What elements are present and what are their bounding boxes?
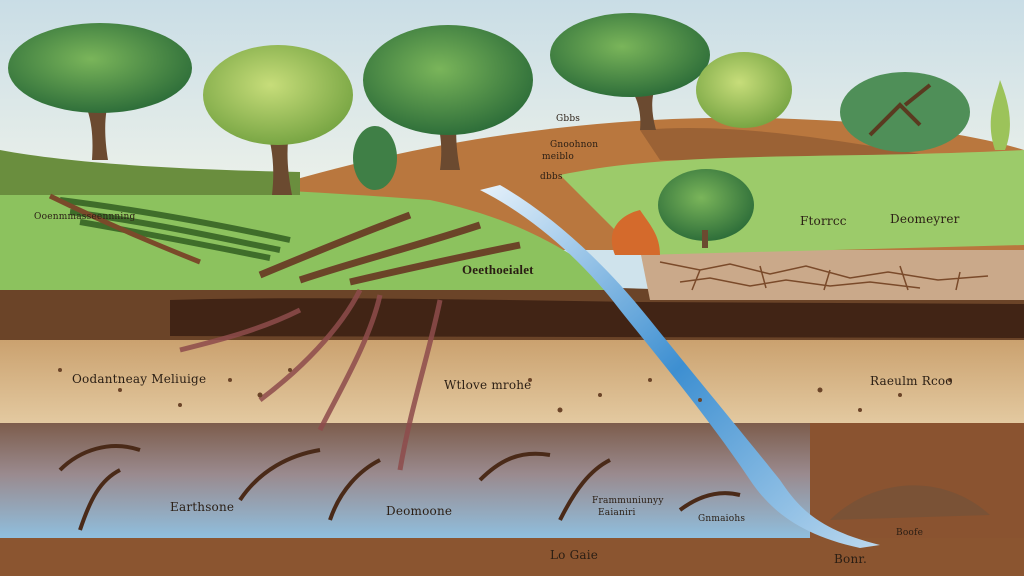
hill-label-1: Gbbs (556, 114, 581, 124)
bottom-right-label: Boofe (896, 528, 924, 538)
bottom-mid-label-3: Gnmaiohs (698, 514, 746, 524)
tree-4 (550, 13, 710, 130)
mid-right-label: Raeulm Rcoo (870, 374, 953, 388)
sediment-pile (830, 485, 990, 520)
tree-2 (203, 45, 353, 195)
soil-cracks (659, 261, 989, 291)
tree-1 (8, 23, 192, 160)
grass-strip (0, 150, 300, 195)
plant-roots (179, 288, 443, 471)
corner-label: Bonr. (834, 552, 868, 566)
mid-center-label: Wtlove mrohe (444, 378, 532, 392)
water-stream (480, 185, 880, 548)
tree-3 (353, 25, 533, 190)
bottom-center-label: Deomoone (386, 504, 453, 518)
right-label-2: Deomeyrer (890, 212, 960, 226)
left-field-label: Ooenmmasseennning (34, 212, 136, 222)
fallen-branches (258, 211, 521, 286)
hill-label-2: Gnoohnon (550, 140, 599, 150)
subsoil-layer (0, 335, 1024, 423)
center-label: Oeethoeialet (462, 262, 534, 277)
fern-plant (611, 210, 660, 255)
soil-particles (58, 368, 952, 413)
bottom-mid-label-2: Eaianiri (598, 508, 636, 518)
branch-label: dbbs (540, 172, 563, 182)
tree-7 (658, 169, 754, 248)
buried-roots (58, 444, 741, 531)
tree-5 (696, 52, 792, 128)
bottom-left-label: Earthsone (170, 500, 235, 514)
cracked-soil (640, 240, 1024, 300)
hill-label-3: meiblo (542, 152, 574, 162)
bottom-label: Lo Gaie (550, 548, 599, 562)
humus-layer (170, 298, 1024, 338)
root-stick (48, 193, 201, 265)
bottom-mid-label-1: Frammuniunyy (592, 496, 664, 506)
right-label-1: Ftorrcc (800, 214, 847, 228)
grass-field-left (0, 175, 620, 290)
tree-6 (840, 72, 1010, 152)
mid-left-label: Oodantneay Meliuige (72, 372, 207, 386)
crop-rows (59, 197, 291, 261)
